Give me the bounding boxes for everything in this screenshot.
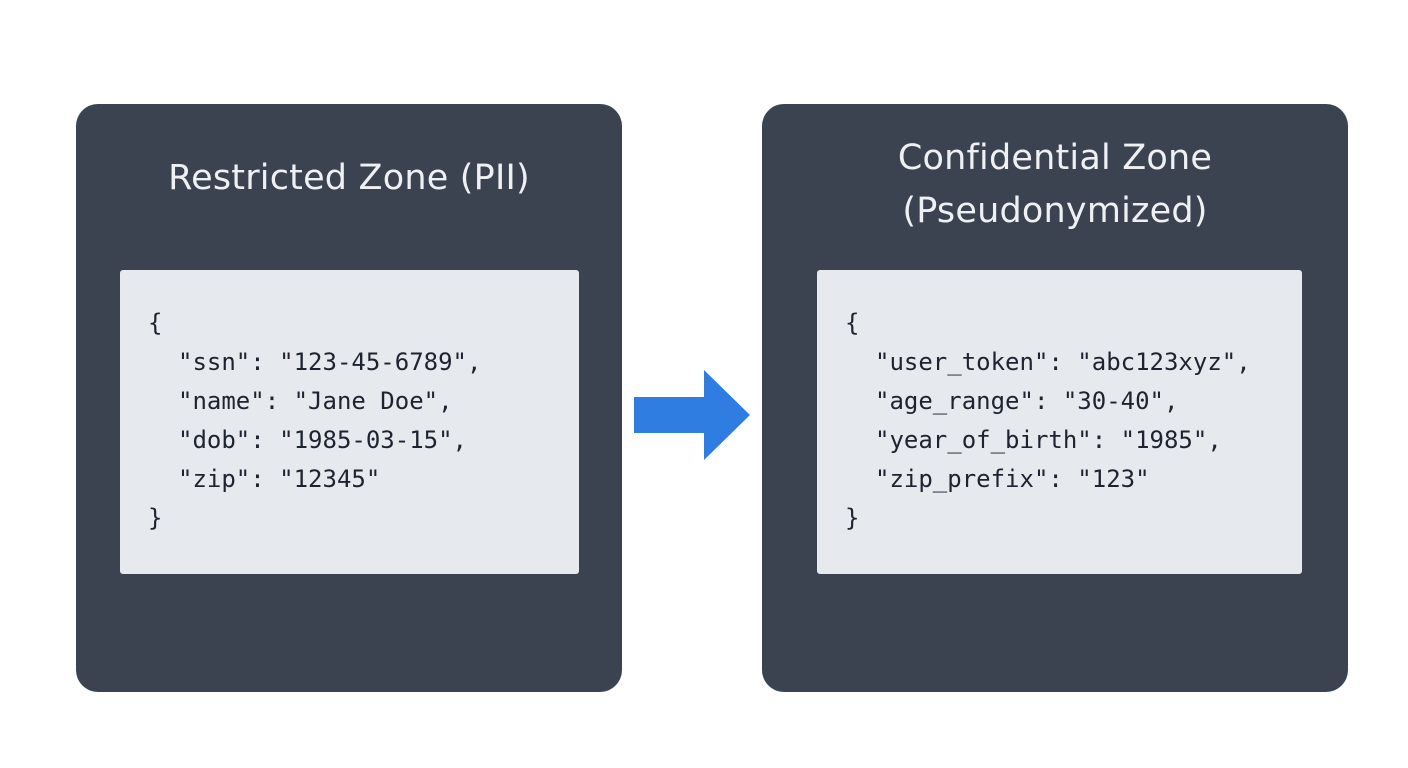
json-field-ssn: "ssn": "123-45-6789", — [178, 348, 482, 376]
confidential-json-block: { "user_token": "abc123xyz", "age_range"… — [817, 270, 1302, 574]
confidential-zone-title-line-1: Confidential Zone — [897, 138, 1213, 178]
json-field-zip: "zip": "12345" — [178, 465, 381, 493]
json-field-zip-prefix: "zip_prefix": "123" — [875, 465, 1150, 493]
restricted-zone-title-line: Restricted Zone (PII) — [168, 158, 530, 198]
json-open-brace: { — [148, 309, 163, 337]
json-close-brace: } — [148, 504, 163, 532]
confidential-zone-title-line-2: (Pseudonymized) — [902, 191, 1208, 231]
json-close-brace: } — [845, 504, 860, 532]
json-field-user-token: "user_token": "abc123xyz", — [875, 348, 1251, 376]
restricted-json-block: { "ssn": "123-45-6789", "name": "Jane Do… — [120, 270, 579, 574]
restricted-zone-panel: Restricted Zone (PII) { "ssn": "123-45-6… — [76, 104, 622, 692]
arrow-right-icon — [634, 370, 750, 460]
json-field-year-of-birth: "year_of_birth": "1985", — [875, 426, 1222, 454]
json-field-age-range: "age_range": "30-40", — [875, 387, 1179, 415]
restricted-zone-title: Restricted Zone (PII) — [76, 152, 622, 205]
json-open-brace: { — [845, 309, 860, 337]
json-field-name: "name": "Jane Doe", — [178, 387, 453, 415]
json-field-dob: "dob": "1985-03-15", — [178, 426, 467, 454]
confidential-zone-panel: Confidential Zone (Pseudonymized) { "use… — [762, 104, 1348, 692]
confidential-zone-title: Confidential Zone (Pseudonymized) — [762, 132, 1348, 238]
